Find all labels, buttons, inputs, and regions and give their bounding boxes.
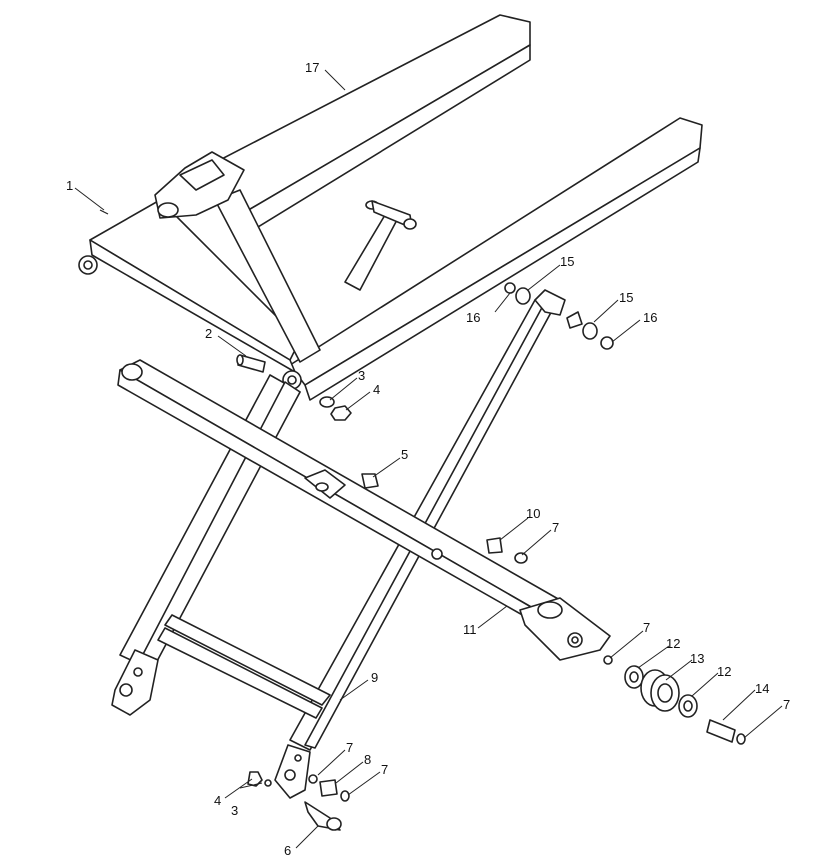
callout-7-c: 7 <box>783 697 790 712</box>
callout-13: 13 <box>690 651 704 666</box>
callout-7-b: 7 <box>643 620 650 635</box>
callout-6: 6 <box>284 843 291 858</box>
callout-12-b: 12 <box>717 664 731 679</box>
callout-7-d: 7 <box>346 740 353 755</box>
leader-lines <box>74 69 783 849</box>
callout-4-top: 4 <box>373 382 380 397</box>
callout-14: 14 <box>755 681 769 696</box>
callout-labels: 1 2 3 4 5 6 7 7 7 7 7 8 9 10 11 12 12 13… <box>66 60 790 858</box>
callout-10: 10 <box>526 506 540 521</box>
callout-1: 1 <box>66 178 73 193</box>
callout-16-b: 16 <box>643 310 657 325</box>
fork-frame <box>78 14 703 401</box>
small-parts <box>99 209 746 831</box>
callout-17: 17 <box>305 60 319 75</box>
callout-8: 8 <box>364 752 371 767</box>
callout-11: 11 <box>463 622 477 637</box>
callout-16-a: 16 <box>466 310 480 325</box>
callout-3-top: 3 <box>358 368 365 383</box>
callout-7-e: 7 <box>381 762 388 777</box>
callout-2: 2 <box>205 326 212 341</box>
callout-9: 9 <box>371 670 378 685</box>
callout-12-a: 12 <box>666 636 680 651</box>
callout-4-bottom: 4 <box>214 793 221 808</box>
lever-arm <box>117 359 611 661</box>
callout-3-bottom: 3 <box>231 803 238 818</box>
callout-7-a: 7 <box>552 520 559 535</box>
callout-15-b: 15 <box>619 290 633 305</box>
callout-15-a: 15 <box>560 254 574 269</box>
callout-5: 5 <box>401 447 408 462</box>
